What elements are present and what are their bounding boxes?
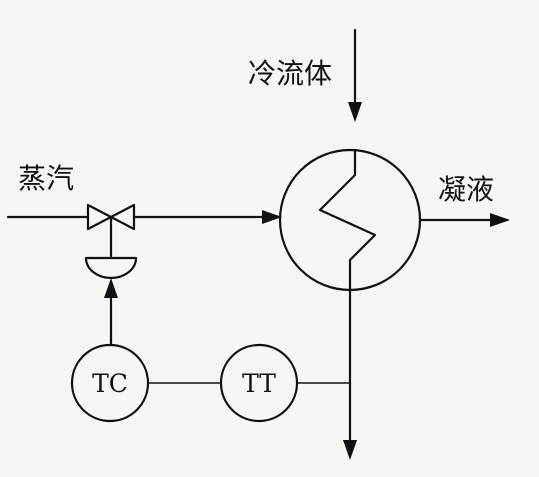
- tc-label: TC: [92, 369, 128, 398]
- steam-line: [6, 210, 282, 224]
- valve-actuator: [84, 256, 138, 280]
- cold-fluid-label: 冷流体: [248, 57, 333, 90]
- condensate-label: 凝液: [438, 173, 495, 206]
- condensate-outlet: [418, 213, 510, 227]
- steam-label: 蒸汽: [18, 162, 75, 195]
- control-valve: [84, 203, 138, 280]
- heat-exchanger-coil: [318, 148, 377, 292]
- tt-label: TT: [242, 369, 276, 398]
- tc-to-valve-signal: [104, 278, 118, 347]
- outlet-line: [343, 288, 357, 460]
- cold-fluid-inlet: [348, 28, 362, 122]
